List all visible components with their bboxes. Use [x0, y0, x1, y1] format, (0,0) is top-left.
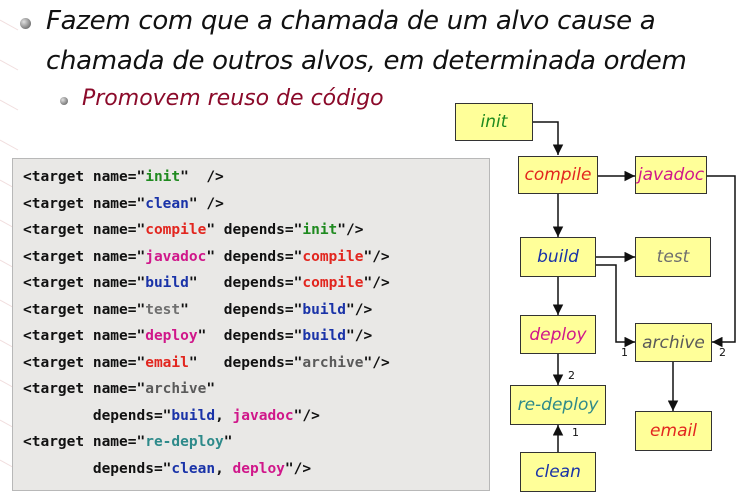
bullet-icon	[20, 18, 31, 29]
code-token: build	[302, 328, 347, 344]
node-deploy: deploy	[520, 315, 596, 354]
code-line: <target name="archive"	[23, 381, 215, 397]
code-token: "	[206, 381, 216, 397]
order-label-archive-left: 1	[621, 346, 628, 359]
code-token: clean	[171, 460, 216, 477]
code-token: ,	[215, 460, 233, 477]
code-token: depends="	[23, 460, 172, 477]
code-block: <target name="init" /><target name="clea…	[12, 158, 490, 491]
order-label-redeploy-top: 2	[568, 369, 575, 382]
code-token: email	[145, 354, 189, 371]
code-token: init	[302, 222, 338, 238]
code-line: <target name="clean" />	[23, 196, 224, 212]
code-token: <target name="	[23, 222, 146, 238]
code-token: depends="	[23, 407, 172, 424]
node-email: email	[635, 411, 712, 451]
code-token: ,	[215, 407, 233, 424]
code-token: " depends="	[206, 222, 303, 238]
code-line: <target name="test" depends="build"/>	[23, 302, 372, 318]
code-line: depends="build, javadoc"/>	[23, 408, 320, 424]
edge-javadoc-archive	[707, 175, 736, 348]
node-archive: archive	[635, 323, 712, 362]
code-token: <target name="	[23, 328, 146, 344]
code-token: " depends="	[206, 248, 303, 265]
code-line: <target name="deploy" depends="build"/>	[23, 328, 372, 344]
code-token: "/>	[337, 222, 364, 238]
order-label-redeploy-bottom: 1	[572, 426, 579, 439]
code-token: build	[302, 301, 347, 318]
code-token: build	[145, 275, 189, 291]
code-token: deploy	[232, 460, 285, 477]
code-token: " depends="	[180, 301, 303, 318]
code-token: <target name="	[23, 275, 146, 291]
code-token: "/>	[346, 301, 373, 318]
code-token: " depends="	[188, 354, 303, 371]
code-token: compile	[302, 248, 364, 265]
code-line: <target name="init" />	[23, 169, 224, 185]
code-token: "/>	[363, 354, 390, 371]
code-token: <target name="	[23, 301, 146, 318]
code-token: compile	[145, 222, 207, 238]
code-token: archive	[145, 381, 207, 397]
sub-bullet-icon	[60, 97, 68, 105]
code-token: <target name="	[23, 354, 146, 371]
node-build: build	[520, 237, 596, 277]
code-token: <target name="	[23, 248, 146, 265]
code-token: init	[145, 169, 181, 185]
code-token: " depends="	[197, 328, 303, 344]
heading-line-2: chamada de outros alvos, em determinada …	[46, 46, 687, 76]
code-token: <target name="	[23, 381, 146, 397]
code-token: re-deploy	[145, 434, 224, 450]
code-token: "/>	[363, 248, 390, 265]
order-label-archive-right: 2	[719, 346, 726, 359]
code-token: compile	[302, 275, 364, 291]
node-test: test	[635, 237, 711, 277]
node-compile: compile	[518, 156, 598, 194]
code-token: clean	[145, 195, 189, 212]
heading-line-1: Fazem com que a chamada de um alvo cause…	[46, 6, 656, 36]
code-token: " depends="	[188, 275, 303, 291]
code-token: "/>	[284, 460, 312, 477]
edge-init-compile	[533, 121, 564, 155]
code-token: "/>	[346, 328, 373, 344]
code-line: depends="clean, deploy"/>	[23, 461, 311, 477]
code-token: <target name="	[23, 434, 146, 450]
node-javadoc: javadoc	[635, 156, 707, 194]
code-token: " />	[180, 169, 224, 185]
node-clean: clean	[520, 452, 596, 492]
code-token: <target name="	[23, 195, 146, 212]
code-token: test	[145, 301, 181, 318]
code-token: javadoc	[232, 407, 294, 424]
node-init: init	[455, 103, 533, 141]
code-line: <target name="build" depends="compile"/>	[23, 275, 390, 291]
node-re-deploy: re-deploy	[510, 385, 606, 425]
code-token: <target name="	[23, 169, 146, 185]
sub-heading: Promovem reuso de código	[82, 86, 384, 111]
code-line: <target name="email" depends="archive"/>	[23, 355, 390, 371]
edge-build-archive	[596, 264, 635, 348]
code-token: "/>	[363, 275, 390, 291]
code-token: deploy	[145, 328, 198, 344]
code-token: javadoc	[145, 248, 207, 265]
code-line: <target name="compile" depends="init"/>	[23, 222, 363, 238]
code-line: <target name="re-deploy"	[23, 434, 233, 450]
code-token: archive	[302, 354, 364, 371]
code-token: "/>	[293, 407, 320, 424]
code-line: <target name="javadoc" depends="compile"…	[23, 249, 390, 265]
code-token: "	[223, 434, 233, 450]
code-token: build	[171, 407, 216, 424]
code-token: " />	[188, 195, 224, 212]
